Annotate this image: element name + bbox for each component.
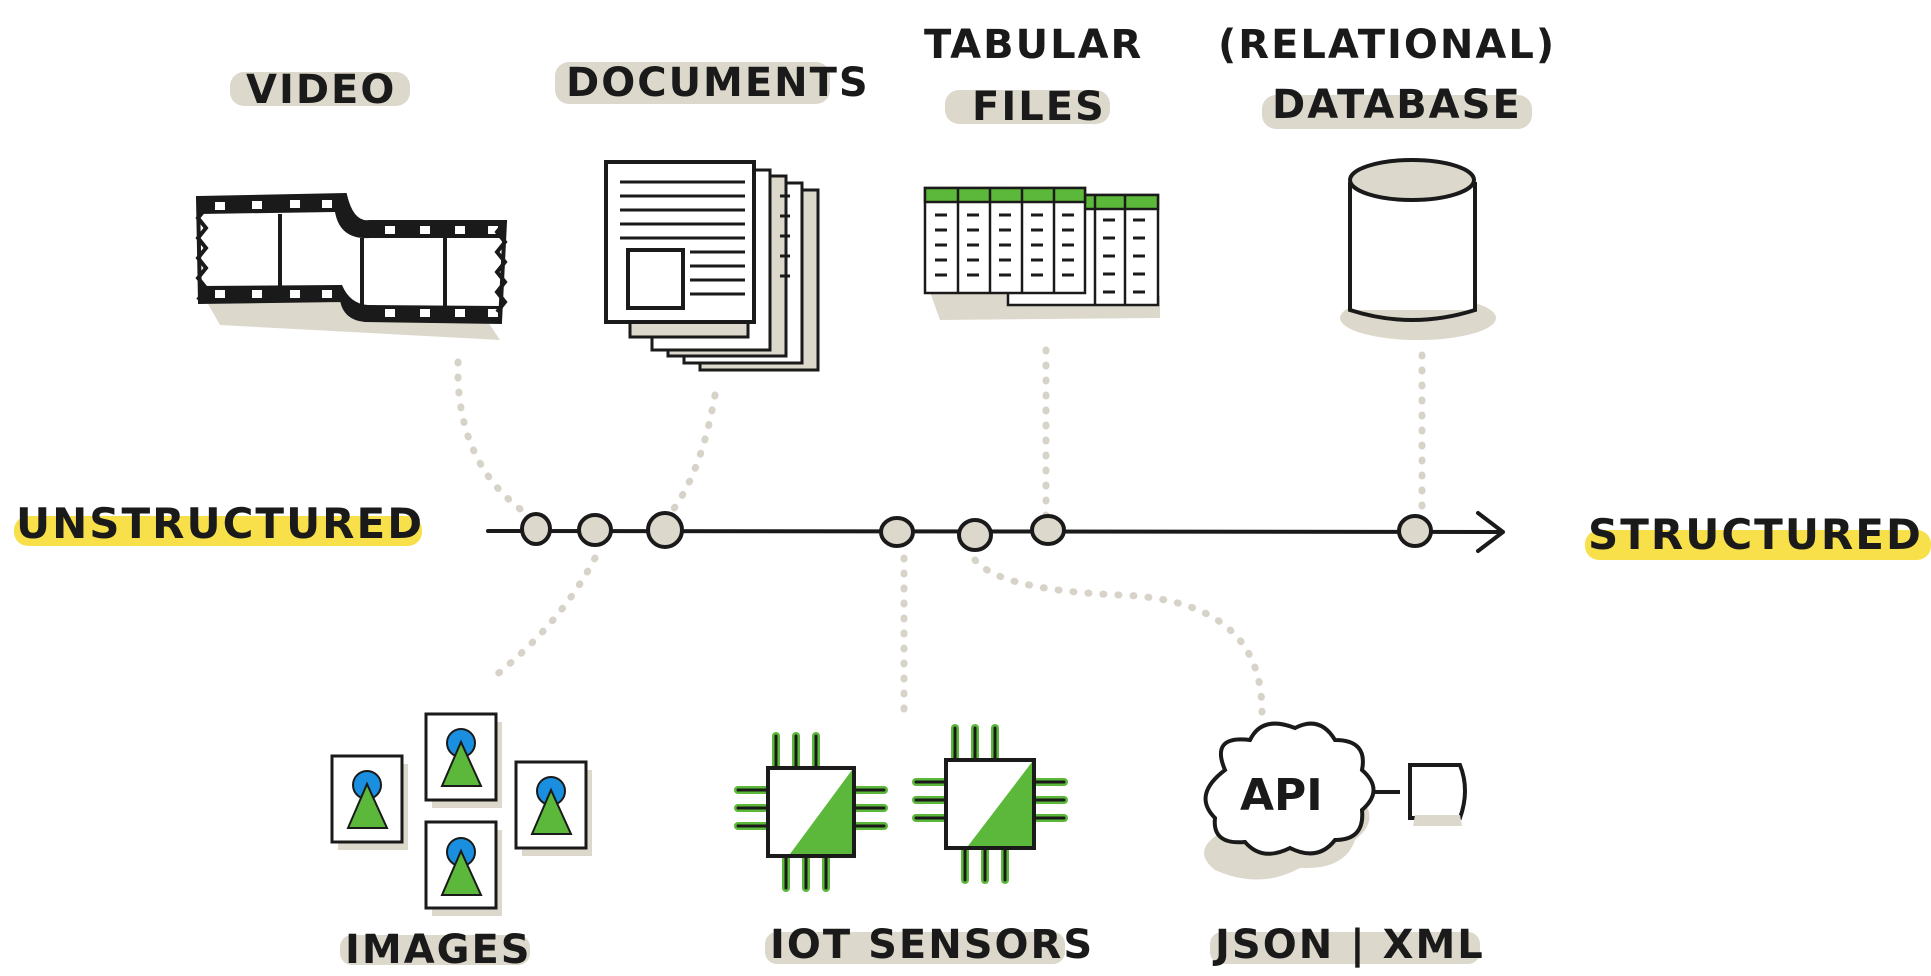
- axis: UNSTRUCTURED STRUCTURED: [14, 499, 1931, 560]
- dotted-connectors: [454, 346, 1426, 716]
- video-label: VIDEO: [246, 67, 396, 113]
- marker-images: [577, 513, 613, 547]
- chip-right: [912, 724, 1068, 884]
- database-cylinder-icon: [1340, 158, 1496, 340]
- connector-documents: [661, 391, 719, 524]
- structured-label: STRUCTURED: [1588, 510, 1923, 559]
- axis-markers: [520, 511, 1433, 552]
- top-labels: VIDEO DOCUMENTS TABULAR FILES (RELATIONA…: [230, 22, 1556, 130]
- documents-label: DOCUMENTS: [566, 60, 870, 106]
- connector-video: [454, 358, 540, 524]
- bottom-labels: IMAGES IOT SENSORS JSON | XML: [340, 922, 1485, 973]
- marker-tabular: [1030, 514, 1066, 546]
- marker-iot: [879, 516, 915, 548]
- api-cloud-icon: API: [1203, 721, 1467, 880]
- marker-documents: [646, 511, 684, 549]
- spreadsheet-icon: [923, 186, 1160, 320]
- unstructured-label: UNSTRUCTURED: [16, 499, 424, 548]
- database-label-line1: (RELATIONAL): [1218, 22, 1556, 68]
- image-card-bottom: [424, 820, 502, 916]
- film-strip-icon: [195, 192, 508, 340]
- connector-json: [971, 556, 1266, 716]
- json-xml-label: JSON | XML: [1212, 922, 1485, 969]
- image-card-right: [514, 760, 592, 856]
- images-label: IMAGES: [345, 927, 532, 973]
- chip-left: [734, 732, 888, 892]
- connector-images: [486, 554, 599, 684]
- axis-line: [486, 529, 1502, 534]
- api-cloud-text: API: [1240, 770, 1323, 821]
- tabular-label-line2: FILES: [972, 84, 1106, 130]
- documents-stack-icon: [604, 160, 820, 372]
- database-label-line2: DATABASE: [1272, 82, 1522, 128]
- image-card-top: [424, 712, 502, 808]
- iot-sensors-label: IOT SENSORS: [770, 922, 1094, 968]
- marker-json: [957, 518, 993, 552]
- structured-highlight: [1585, 530, 1931, 560]
- axis-arrowhead: [1476, 511, 1505, 553]
- image-cards-icon: [330, 712, 592, 916]
- image-card-left: [330, 754, 408, 850]
- marker-database: [1397, 514, 1433, 548]
- unstructured-highlight: [14, 516, 422, 546]
- chip-icon: [734, 724, 1068, 892]
- tabular-label-line1: TABULAR: [924, 22, 1143, 68]
- marker-video: [520, 512, 552, 546]
